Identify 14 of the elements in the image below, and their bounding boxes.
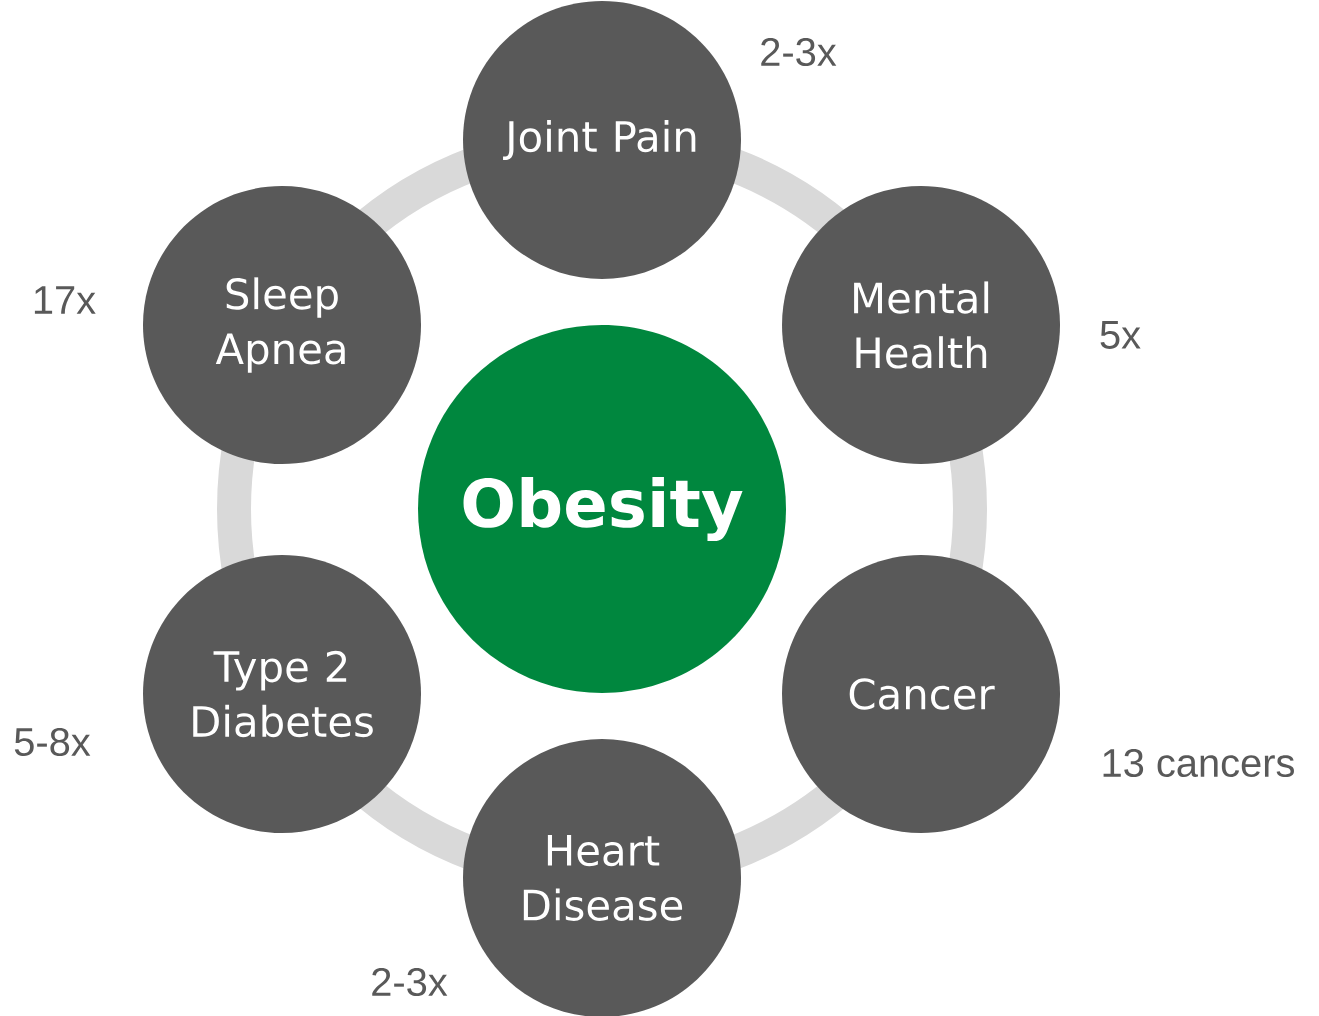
circle-node (418, 325, 786, 693)
multiplier-label: 5x (1100, 321, 1141, 349)
multiplier-label: 2-3x (761, 37, 837, 67)
node-text: Joint Pain (503, 119, 696, 161)
node-text: Mental Health (854, 281, 989, 369)
multiplier-label: 5-8x (14, 727, 91, 757)
node-text: Sleep Apnea (215, 277, 345, 373)
node-text: Cancer (849, 678, 995, 710)
multiplier-label: 17x (34, 286, 96, 314)
node-text: Obesity (463, 476, 743, 542)
multiplier-label: 2-3x (372, 967, 448, 997)
node-text: Type 2 Diabetes (193, 650, 373, 738)
multiplier-label: 13 cancers (1103, 748, 1294, 778)
node-text: Heart Disease (523, 835, 683, 921)
